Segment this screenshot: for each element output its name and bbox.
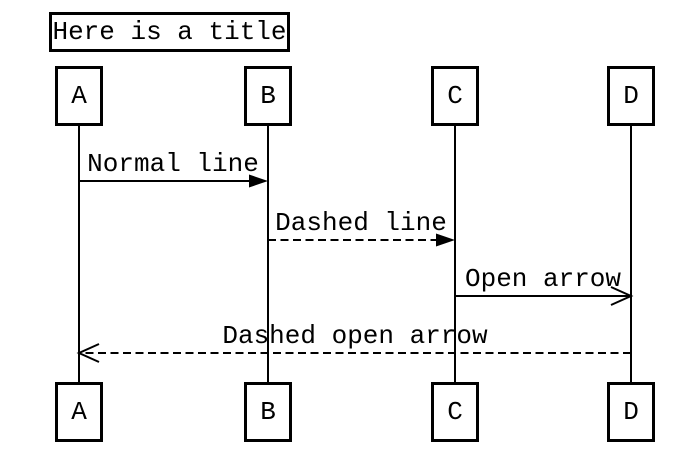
actor-label: B — [260, 81, 276, 111]
actor-box-d-top: D — [607, 66, 655, 126]
actor-box-d-bottom: D — [607, 382, 655, 442]
message-label-normal-line: Normal line — [87, 149, 259, 179]
actor-label: D — [623, 397, 639, 427]
message-label-open-arrow: Open arrow — [464, 264, 622, 294]
actor-label: C — [447, 81, 463, 111]
actor-label: B — [260, 397, 276, 427]
open-arrowhead-icon — [76, 343, 100, 363]
diagram-title-box: Here is a title — [49, 12, 290, 52]
actor-label: D — [623, 81, 639, 111]
diagram-title: Here is a title — [52, 17, 287, 47]
actor-box-b-top: B — [244, 66, 292, 126]
actor-box-c-top: C — [431, 66, 479, 126]
open-arrowhead-icon — [610, 286, 634, 306]
actor-label: A — [71, 397, 87, 427]
filled-arrowhead-icon — [436, 233, 455, 247]
message-label-dashed-line: Dashed line — [275, 208, 447, 238]
actor-box-b-bottom: B — [244, 382, 292, 442]
message-label-dashed-open-arrow: Dashed open arrow — [222, 321, 488, 351]
actor-box-c-bottom: C — [431, 382, 479, 442]
actor-box-a-top: A — [55, 66, 103, 126]
actor-label: A — [71, 81, 87, 111]
actor-box-a-bottom: A — [55, 382, 103, 442]
filled-arrowhead-icon — [249, 174, 268, 188]
actor-label: C — [447, 397, 463, 427]
